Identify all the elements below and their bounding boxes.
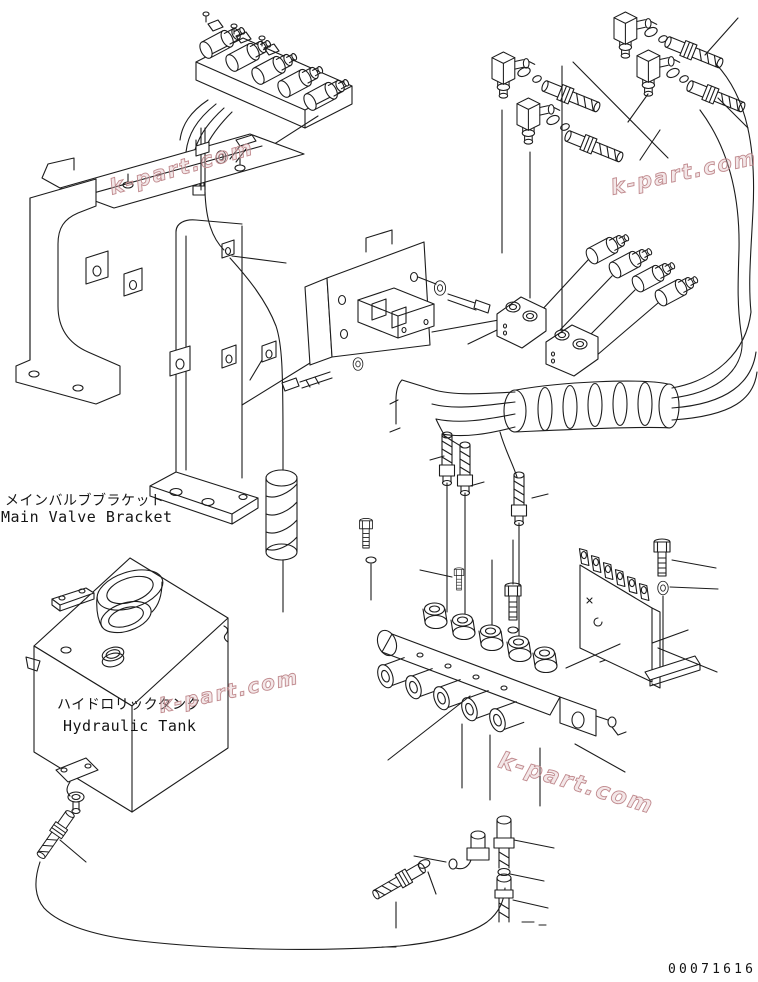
elbow-and-hose-fittings [491,11,755,333]
part-number: 00071616 [668,962,757,977]
port-blocks-and-cartridge-valves [467,228,702,377]
hose-end-fittings [429,431,549,651]
main-valve-bracket-drawing [15,127,305,525]
label-main-valve-bracket-jp: メインバルブブラケット [5,493,165,509]
terminal-bracket [565,538,719,689]
label-hydraulic-tank-jp: ハイドロリックタンク [57,697,202,713]
control-manifold [374,539,689,807]
mounting-plate [241,229,511,601]
tank-filler-neck [96,569,164,634]
spiral-wrap-hose [204,191,298,613]
return-hose-run [35,861,506,950]
bottom-fittings [369,815,555,948]
label-main-valve-bracket-en: Main Valve Bracket [1,508,173,526]
hydraulic-tank-drawing [25,557,506,950]
tank-drain-fittings [33,757,99,863]
hose-bundle-sleeve [389,311,758,478]
label-hydraulic-tank-en: Hydraulic Tank [63,717,197,735]
